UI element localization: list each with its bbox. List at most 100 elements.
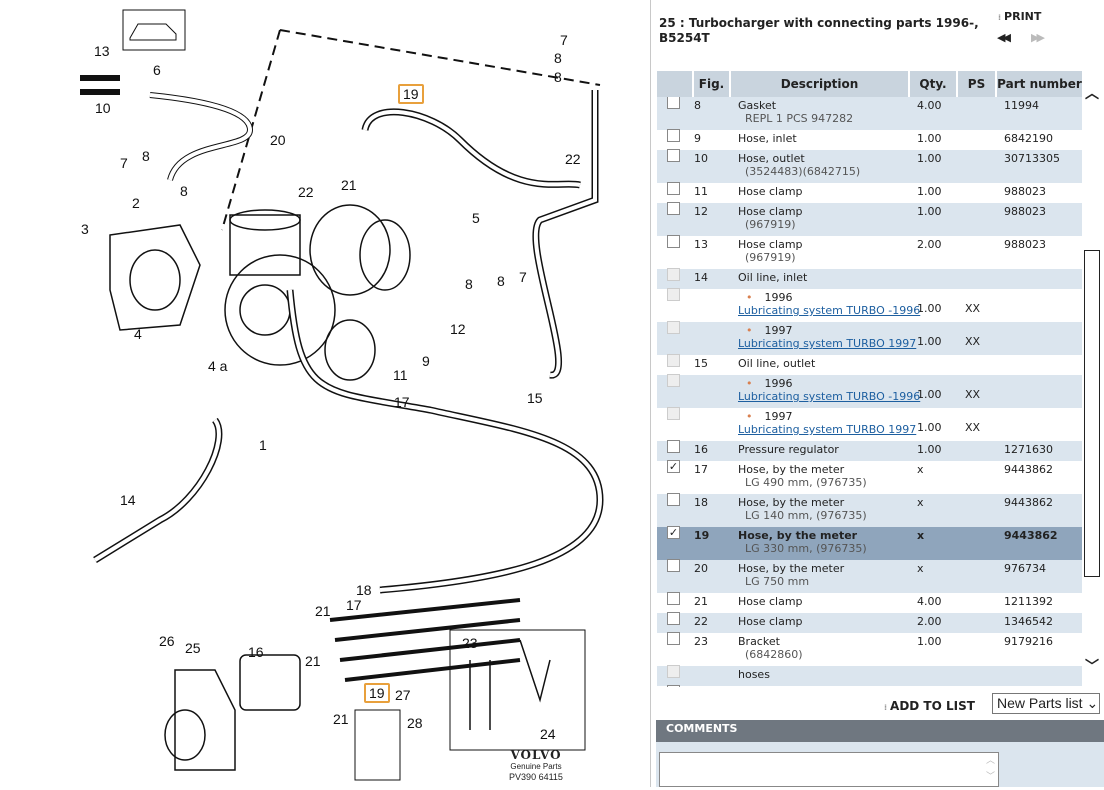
table-row[interactable]: 15 Oil line, outlet bbox=[657, 354, 1082, 375]
callout-20[interactable]: 20 bbox=[270, 132, 286, 148]
callout-10[interactable]: 10 bbox=[95, 100, 111, 116]
part-number[interactable]: 988023 bbox=[1004, 238, 1046, 251]
variant-link[interactable]: Lubricating system TURBO 1997 bbox=[738, 337, 917, 350]
table-row[interactable]: 16 Pressure regulator 1.00 1271630 bbox=[657, 440, 1082, 461]
row-checkbox[interactable] bbox=[667, 97, 680, 109]
row-checkbox[interactable] bbox=[667, 632, 680, 645]
table-row[interactable]: 13 Hose clamp(967919) 2.00 988023 bbox=[657, 235, 1082, 269]
callout-9[interactable]: 9 bbox=[422, 353, 430, 369]
scroll-up-icon[interactable]: ︿ bbox=[1085, 86, 1099, 102]
col-part-number[interactable]: Part number bbox=[997, 71, 1082, 97]
callout-25[interactable]: 25 bbox=[185, 640, 201, 656]
previous-icon[interactable]: ◀◀ bbox=[997, 31, 1011, 44]
part-number[interactable] bbox=[1004, 408, 1082, 441]
callout-1[interactable]: 1 bbox=[259, 437, 267, 453]
table-row[interactable]: hoses bbox=[657, 665, 1082, 686]
callout-23[interactable]: 23 bbox=[462, 635, 478, 651]
row-checkbox[interactable] bbox=[667, 149, 680, 162]
part-number[interactable]: 1346542 bbox=[1004, 615, 1053, 628]
row-checkbox[interactable] bbox=[667, 493, 680, 506]
callout-21[interactable]: 21 bbox=[305, 653, 321, 669]
next-icon[interactable]: ▶▶ bbox=[1031, 31, 1045, 44]
callout-19[interactable]: 19 bbox=[364, 683, 390, 703]
row-checkbox[interactable] bbox=[667, 612, 680, 625]
part-number[interactable] bbox=[1004, 355, 1082, 375]
callout-8[interactable]: 8 bbox=[554, 50, 562, 66]
row-checkbox[interactable] bbox=[667, 182, 680, 195]
callout-7[interactable]: 7 bbox=[120, 155, 128, 171]
callout-8[interactable]: 8 bbox=[465, 276, 473, 292]
callout-8[interactable]: 8 bbox=[554, 69, 562, 85]
variant-link[interactable]: Lubricating system TURBO -1996 bbox=[738, 304, 921, 317]
callout-24[interactable]: 24 bbox=[540, 726, 556, 742]
callout-5[interactable]: 5 bbox=[472, 210, 480, 226]
row-checkbox[interactable] bbox=[667, 202, 680, 215]
callout-12[interactable]: 12 bbox=[450, 321, 466, 337]
scroll-down-icon[interactable]: ﹀ bbox=[1085, 659, 1099, 675]
add-to-list-button[interactable]: ⁞ADD TO LIST bbox=[884, 699, 975, 713]
callout-8[interactable]: 8 bbox=[497, 273, 505, 289]
callout-18[interactable]: 18 bbox=[356, 582, 372, 598]
callout-11[interactable]: 11 bbox=[393, 367, 408, 383]
callout-13[interactable]: 13 bbox=[94, 43, 110, 59]
part-number[interactable]: 9443862 bbox=[1004, 529, 1058, 542]
row-checkbox[interactable] bbox=[667, 235, 680, 248]
part-number[interactable]: 11994 bbox=[1004, 99, 1039, 112]
table-row[interactable]: 21 Hose clamp 4.00 1211392 bbox=[657, 592, 1082, 613]
variant-link[interactable]: Lubricating system TURBO -1996 bbox=[738, 390, 921, 403]
row-checkbox[interactable]: ✓ bbox=[667, 460, 680, 473]
callout-17[interactable]: 17 bbox=[346, 597, 362, 613]
callout-27[interactable]: 27 bbox=[395, 687, 411, 703]
table-row[interactable]: 9 Hose, inlet 1.00 6842190 bbox=[657, 129, 1082, 150]
part-number[interactable]: 1271630 bbox=[1004, 443, 1053, 456]
table-row[interactable]: 12 Hose clamp(967919) 1.00 988023 bbox=[657, 202, 1082, 236]
table-row[interactable]: 14 Oil line, inlet bbox=[657, 268, 1082, 289]
callout-7[interactable]: 7 bbox=[519, 269, 527, 285]
part-number[interactable]: 9179216 bbox=[1004, 635, 1053, 648]
part-number[interactable] bbox=[1004, 322, 1082, 355]
table-row[interactable]: 10 Hose, outlet(3524483)(6842715) 1.00 3… bbox=[657, 149, 1082, 183]
part-number[interactable]: 6842190 bbox=[1004, 132, 1053, 145]
callout-26[interactable]: 26 bbox=[159, 633, 175, 649]
part-number[interactable]: 9443862 bbox=[1004, 496, 1053, 509]
row-checkbox[interactable]: ✓ bbox=[667, 526, 680, 539]
callout-4[interactable]: 4 bbox=[134, 326, 142, 342]
callout-22[interactable]: 22 bbox=[298, 184, 314, 200]
callout-14[interactable]: 14 bbox=[120, 492, 136, 508]
callout-4a[interactable]: 4 a bbox=[208, 358, 228, 374]
row-checkbox[interactable] bbox=[667, 559, 680, 572]
row-checkbox[interactable] bbox=[667, 685, 680, 687]
callout-15[interactable]: 15 bbox=[527, 390, 543, 406]
part-number[interactable] bbox=[1004, 375, 1082, 408]
part-number[interactable]: 988023 bbox=[1004, 185, 1046, 198]
table-row[interactable]: 23 Bracket(6842860) 1.00 9179216 bbox=[657, 632, 1082, 666]
row-checkbox[interactable] bbox=[667, 129, 680, 142]
table-row[interactable]: 11 Hose clamp 1.00 988023 bbox=[657, 182, 1082, 203]
part-number[interactable] bbox=[1004, 269, 1082, 289]
row-checkbox[interactable] bbox=[667, 440, 680, 453]
table-row[interactable]: 22 Hose clamp 2.00 1346542 bbox=[657, 612, 1082, 633]
part-number[interactable] bbox=[1004, 666, 1082, 686]
callout-6[interactable]: 6 bbox=[153, 62, 161, 78]
parts-list-select[interactable]: New Parts list ⌄ bbox=[992, 693, 1100, 714]
part-number[interactable]: 9443862 bbox=[1004, 463, 1053, 476]
callout-21[interactable]: 21 bbox=[341, 177, 357, 193]
part-number[interactable]: 30713305 bbox=[1004, 152, 1060, 165]
variant-link[interactable]: Lubricating system TURBO 1997 bbox=[738, 423, 917, 436]
callout-21[interactable]: 21 bbox=[315, 603, 331, 619]
col-qty[interactable]: Qty. bbox=[910, 71, 956, 97]
callout-17[interactable]: 17 bbox=[394, 394, 410, 410]
callout-16[interactable]: 16 bbox=[248, 644, 264, 660]
part-number[interactable]: 1211392 bbox=[1004, 595, 1053, 608]
textarea-down-icon[interactable]: ﹀ bbox=[985, 772, 995, 782]
col-description[interactable]: Description bbox=[731, 71, 908, 97]
callout-7[interactable]: 7 bbox=[560, 32, 568, 48]
